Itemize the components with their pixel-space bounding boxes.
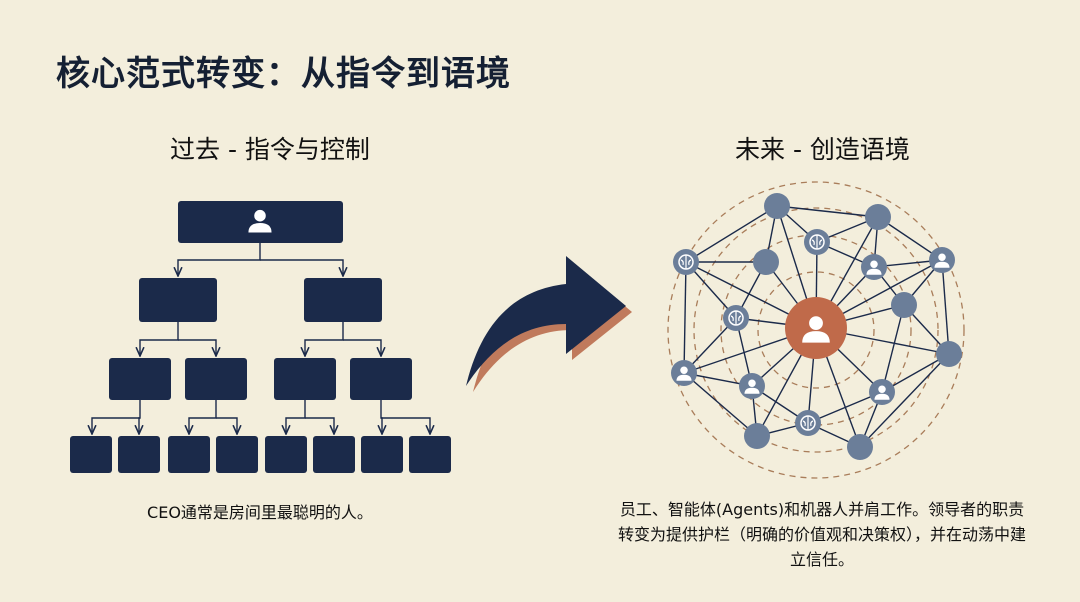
person-icon xyxy=(874,385,890,400)
worker-box xyxy=(313,436,355,473)
worker-box xyxy=(409,436,451,473)
ceo-person-icon xyxy=(248,209,272,233)
robot-node xyxy=(744,423,770,449)
context-network xyxy=(667,181,965,479)
future-heading: 未来 - 创造语境 xyxy=(735,135,910,164)
team-lead-box xyxy=(185,358,247,400)
worker-box xyxy=(168,436,210,473)
future-caption: 员工、智能体(Agents)和机器人并肩工作。领导者的职责转变为提供护栏（明确的… xyxy=(617,500,1026,569)
leader-person-icon xyxy=(802,316,830,343)
ring xyxy=(757,271,875,389)
ceo-box xyxy=(178,201,343,243)
team-lead-box xyxy=(274,358,336,400)
person-icon xyxy=(676,366,692,381)
robot-node xyxy=(936,341,962,367)
robot-node xyxy=(847,434,873,460)
ring xyxy=(667,181,965,479)
manager-box xyxy=(139,278,217,322)
worker-box xyxy=(216,436,258,473)
person-icon xyxy=(744,379,760,394)
robot-node xyxy=(891,292,917,318)
worker-box xyxy=(70,436,112,473)
robot-node xyxy=(865,204,891,230)
worker-box xyxy=(118,436,160,473)
person-icon xyxy=(934,253,950,268)
past-caption: CEO通常是房间里最聪明的人。 xyxy=(147,503,373,522)
worker-box xyxy=(265,436,307,473)
person-icon xyxy=(866,260,882,275)
robot-node xyxy=(764,193,790,219)
manager-box xyxy=(304,278,382,322)
ring xyxy=(693,207,939,453)
past-heading: 过去 - 指令与控制 xyxy=(170,135,370,164)
org-hierarchy xyxy=(70,201,451,473)
robot-node xyxy=(753,249,779,275)
worker-box xyxy=(361,436,403,473)
team-lead-box xyxy=(109,358,171,400)
transition-arrow-icon xyxy=(466,256,632,392)
team-lead-box xyxy=(350,358,412,400)
page-title: 核心范式转变：从指令到语境 xyxy=(56,54,511,94)
